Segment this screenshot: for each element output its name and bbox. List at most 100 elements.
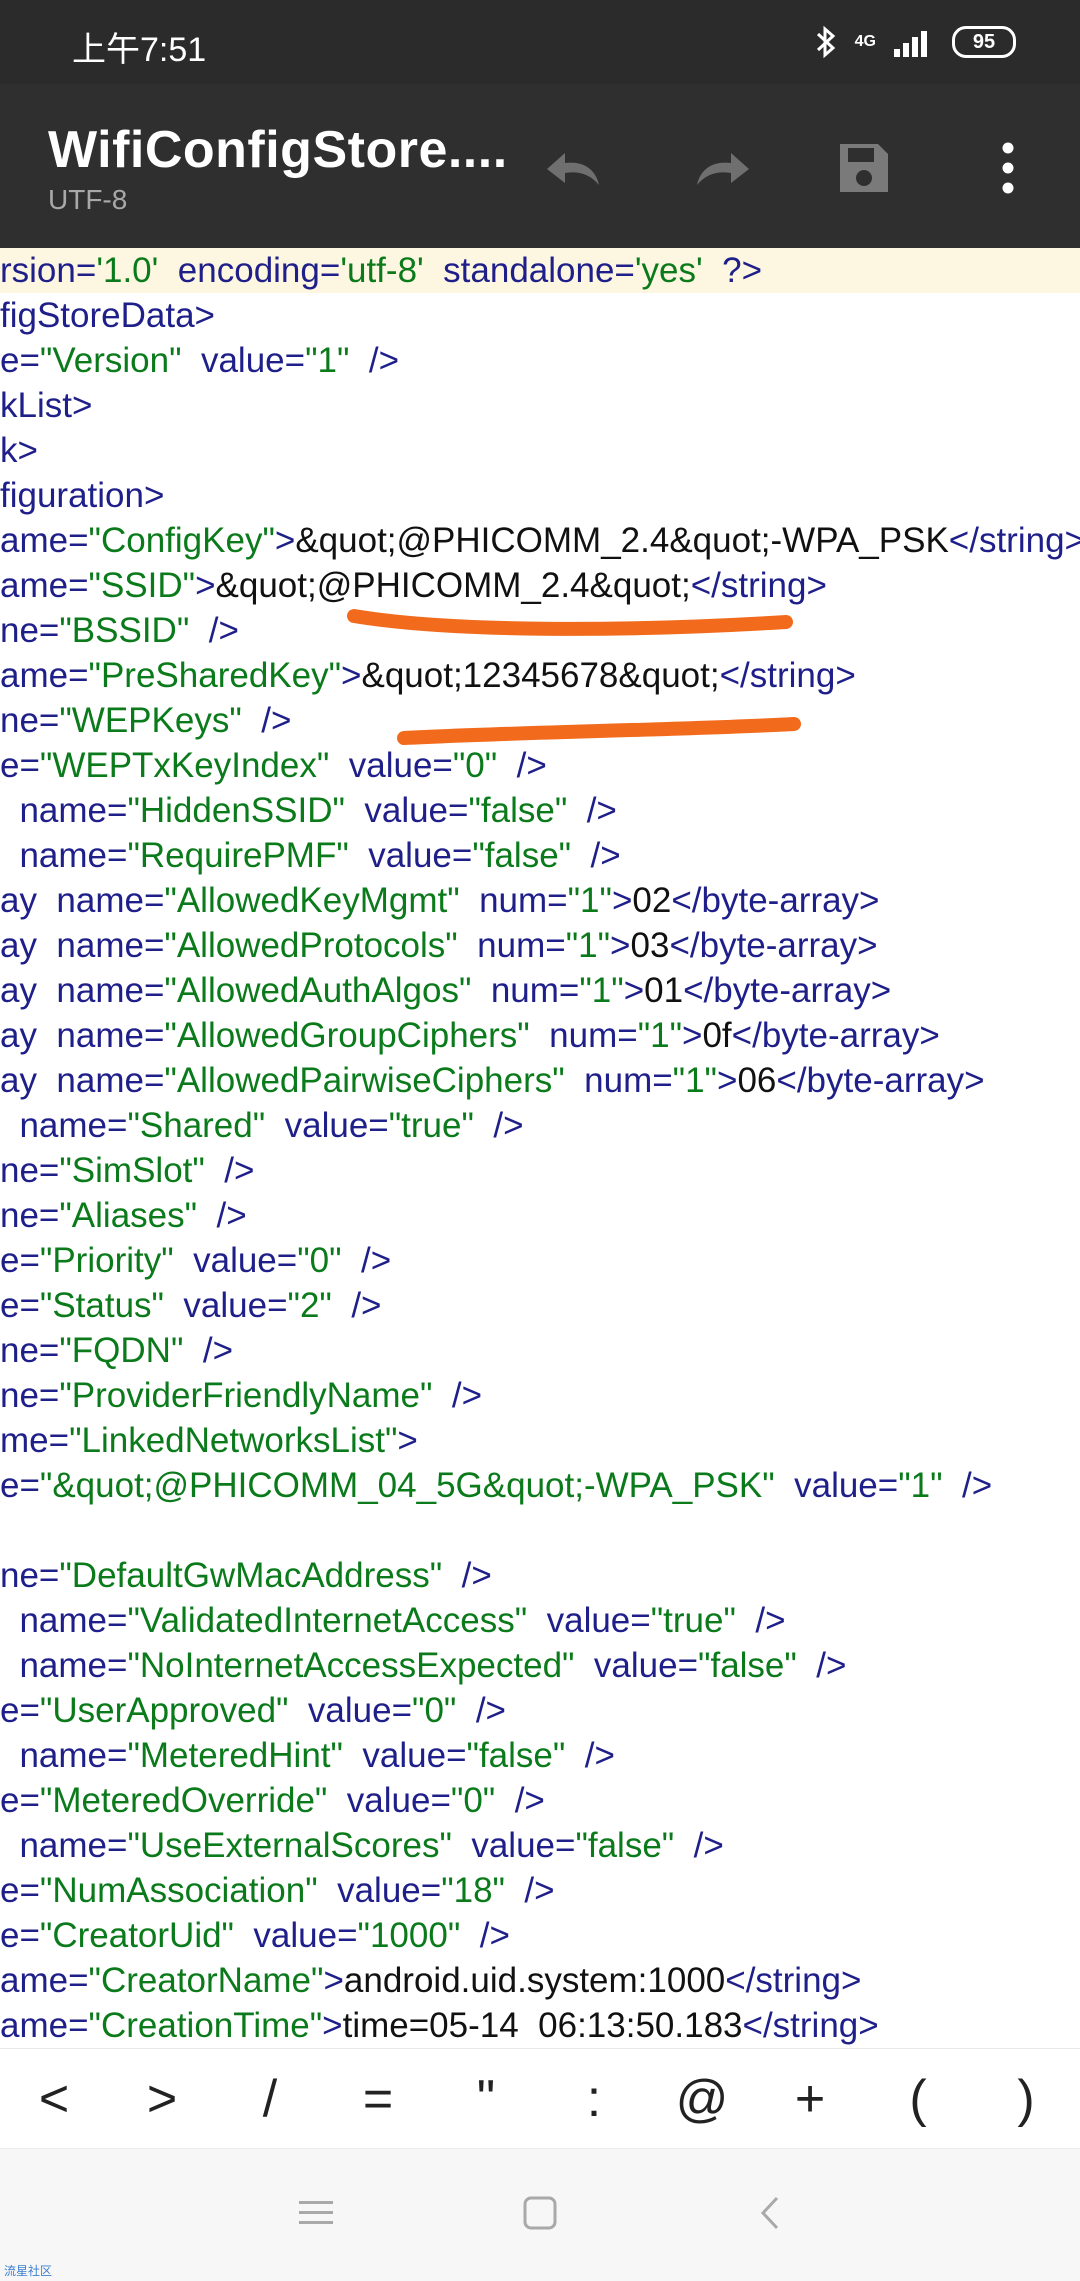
- code-token: name=: [0, 1601, 128, 1640]
- symbol-key[interactable]: @: [675, 2070, 729, 2128]
- code-token: "CreatorUid": [39, 1916, 234, 1955]
- code-line[interactable]: ay name="AllowedGroupCiphers" num="1">0f…: [0, 1013, 1080, 1058]
- code-token: "AllowedAuthAlgos": [164, 971, 472, 1010]
- code-line[interactable]: e="UserApproved" value="0" />: [0, 1688, 1080, 1733]
- code-token: />: [189, 611, 239, 650]
- code-line[interactable]: e="Priority" value="0" />: [0, 1238, 1080, 1283]
- code-token: "AllowedGroupCiphers": [164, 1016, 530, 1055]
- more-options-button[interactable]: [968, 130, 1048, 210]
- code-token: "1": [305, 341, 350, 380]
- code-token: "1": [565, 926, 611, 965]
- code-token: "18": [441, 1871, 505, 1910]
- code-token: "false": [472, 836, 572, 875]
- code-token: "RequirePMF": [127, 836, 349, 875]
- symbol-key[interactable]: =: [362, 2070, 394, 2128]
- code-token: name=: [0, 1826, 128, 1865]
- code-line[interactable]: k>: [0, 428, 1080, 473]
- code-line[interactable]: e="WEPTxKeyIndex" value="0" />: [0, 743, 1080, 788]
- code-token: ame=: [0, 656, 89, 695]
- code-token: "PreSharedKey": [88, 656, 342, 695]
- code-token: >: [322, 2006, 343, 2045]
- code-token: e=: [0, 1916, 40, 1955]
- code-token: e=: [0, 1871, 40, 1910]
- code-line[interactable]: ne="FQDN" />: [0, 1328, 1080, 1373]
- code-line[interactable]: ne="WEPKeys" />: [0, 698, 1080, 743]
- save-icon: [836, 140, 892, 201]
- code-token: name=: [0, 836, 128, 875]
- code-line[interactable]: ame="PreSharedKey">&quot;12345678&quot;<…: [0, 653, 1080, 698]
- code-token: ame=: [0, 2006, 89, 2045]
- code-line[interactable]: me="LinkedNetworksList">: [0, 1418, 1080, 1463]
- code-line[interactable]: ame="SSID">&quot;@PHICOMM_2.4&quot;</str…: [0, 563, 1080, 608]
- code-token: android.uid.system:1000: [343, 1961, 726, 2000]
- code-line[interactable]: ame="ConfigKey">&quot;@PHICOMM_2.4&quot;…: [0, 518, 1080, 563]
- code-token: 03: [630, 926, 670, 965]
- code-token: "0": [297, 1241, 342, 1280]
- save-button[interactable]: [824, 130, 904, 210]
- signal-strength-icon: [894, 27, 934, 57]
- symbol-key[interactable]: ": [476, 2070, 496, 2128]
- code-token: "MeteredOverride": [39, 1781, 328, 1820]
- code-line[interactable]: e="CreatorUid" value="1000" />: [0, 1913, 1080, 1958]
- code-line[interactable]: e="NumAssociation" value="18" />: [0, 1868, 1080, 1913]
- code-line[interactable]: ame="CreatorName">android.uid.system:100…: [0, 1958, 1080, 2003]
- code-token: e=: [0, 341, 40, 380]
- code-token: "1": [672, 1061, 717, 1100]
- symbol-key[interactable]: <: [38, 2070, 70, 2128]
- code-line[interactable]: e="Version" value="1" />: [0, 338, 1080, 383]
- symbol-key[interactable]: :: [586, 2070, 602, 2128]
- code-line[interactable]: name="ValidatedInternetAccess" value="tr…: [0, 1598, 1080, 1643]
- code-line[interactable]: e="&quot;@PHICOMM_04_5G&quot;-WPA_PSK" v…: [0, 1463, 1080, 1508]
- code-token: ne=: [0, 1151, 60, 1190]
- recent-apps-button[interactable]: [286, 2189, 346, 2241]
- undo-button[interactable]: [536, 130, 616, 210]
- code-line[interactable]: kList>: [0, 383, 1080, 428]
- home-button[interactable]: [510, 2189, 570, 2241]
- file-encoding[interactable]: UTF-8: [48, 184, 128, 215]
- code-token: "Priority": [39, 1241, 174, 1280]
- code-line[interactable]: [0, 1508, 1080, 1553]
- code-line[interactable]: name="NoInternetAccessExpected" value="f…: [0, 1643, 1080, 1688]
- code-line[interactable]: figuration>: [0, 473, 1080, 518]
- redo-button[interactable]: [680, 130, 760, 210]
- code-line[interactable]: ame="CreationTime">time=05-14 06:13:50.1…: [0, 2003, 1080, 2048]
- code-token: value=: [317, 1871, 442, 1910]
- back-button[interactable]: [740, 2189, 800, 2241]
- code-line[interactable]: ay name="AllowedAuthAlgos" num="1">01</b…: [0, 968, 1080, 1013]
- back-icon: [759, 2196, 781, 2235]
- code-editor[interactable]: rsion='1.0' encoding='utf-8' standalone=…: [0, 248, 1080, 2048]
- code-token: value=: [288, 1691, 413, 1730]
- code-line[interactable]: name="MeteredHint" value="false" />: [0, 1733, 1080, 1778]
- code-line[interactable]: ne="SimSlot" />: [0, 1148, 1080, 1193]
- code-line[interactable]: ay name="AllowedPairwiseCiphers" num="1"…: [0, 1058, 1080, 1103]
- code-token: kList>: [0, 386, 93, 425]
- code-token: 06: [737, 1061, 777, 1100]
- code-line[interactable]: ay name="AllowedKeyMgmt" num="1">02</byt…: [0, 878, 1080, 923]
- code-line[interactable]: ne="ProviderFriendlyName" />: [0, 1373, 1080, 1418]
- code-line[interactable]: rsion='1.0' encoding='utf-8' standalone=…: [0, 248, 1080, 293]
- code-token: >: [611, 881, 633, 920]
- code-token: "true": [650, 1601, 736, 1640]
- symbol-key[interactable]: /: [262, 2070, 278, 2128]
- code-line[interactable]: ne="BSSID" />: [0, 608, 1080, 653]
- symbol-key[interactable]: >: [146, 2070, 178, 2128]
- code-line[interactable]: ay name="AllowedProtocols" num="1">03</b…: [0, 923, 1080, 968]
- code-token: e=: [0, 1286, 40, 1325]
- code-token: num=: [564, 1061, 673, 1100]
- code-line[interactable]: ne="DefaultGwMacAddress" />: [0, 1553, 1080, 1598]
- symbol-key[interactable]: +: [794, 2070, 826, 2128]
- code-token: value=: [233, 1916, 358, 1955]
- code-line[interactable]: e="Status" value="2" />: [0, 1283, 1080, 1328]
- code-token: "WEPKeys": [59, 701, 242, 740]
- symbol-key[interactable]: (: [909, 2070, 927, 2128]
- code-line[interactable]: figStoreData>: [0, 293, 1080, 338]
- code-token: value=: [181, 341, 306, 380]
- code-line[interactable]: name="UseExternalScores" value="false" /…: [0, 1823, 1080, 1868]
- symbol-key[interactable]: ): [1017, 2070, 1035, 2128]
- code-line[interactable]: ne="Aliases" />: [0, 1193, 1080, 1238]
- code-line[interactable]: name="RequirePMF" value="false" />: [0, 833, 1080, 878]
- code-line[interactable]: name="HiddenSSID" value="false" />: [0, 788, 1080, 833]
- code-line[interactable]: name="Shared" value="true" />: [0, 1103, 1080, 1148]
- code-token: "DefaultGwMacAddress": [59, 1556, 443, 1595]
- code-line[interactable]: e="MeteredOverride" value="0" />: [0, 1778, 1080, 1823]
